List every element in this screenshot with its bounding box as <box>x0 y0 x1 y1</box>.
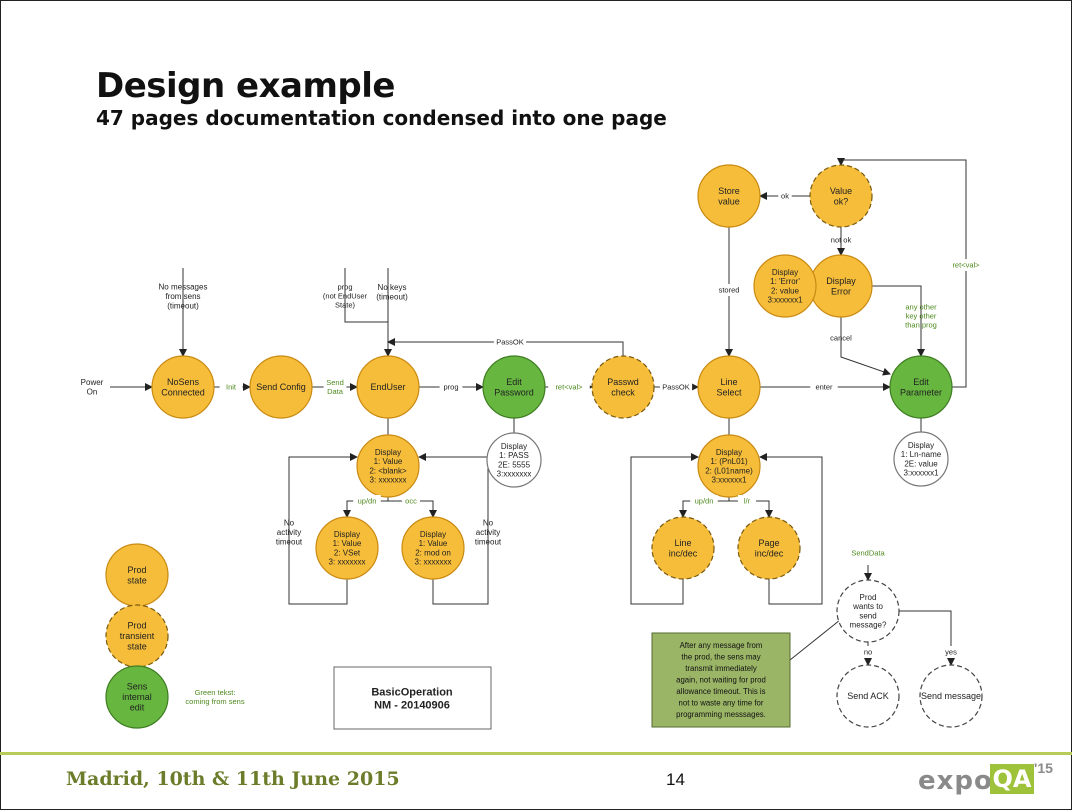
node-sendack <box>836 664 900 728</box>
footer-event: Madrid, 10th & 11th June 2015 <box>66 768 400 790</box>
node-dispVSet <box>315 516 379 580</box>
slide-subtitle: 47 pages documentation condensed into on… <box>96 106 667 130</box>
edge-label-ret-val: ret<val> <box>952 261 980 270</box>
node-dispErrWhite <box>753 254 817 318</box>
node-enduser <box>356 355 420 419</box>
node-dispPW <box>486 432 542 488</box>
legend-green-note: Green tekst:coming from sens <box>185 688 244 706</box>
label-no-keys: No keys(timeout) <box>376 283 408 302</box>
edge-label-occ: occ <box>405 497 417 506</box>
node-linesel <box>697 355 761 419</box>
edge-label-no: no <box>864 648 872 657</box>
label-not-ok: not ok <box>831 236 852 245</box>
note-box <box>651 632 791 728</box>
node-sendmsg <box>919 664 983 728</box>
info-box <box>333 666 492 730</box>
edge-label-stored: stored <box>719 286 740 295</box>
logo-qa-badge: QA <box>990 764 1034 794</box>
node-sendack-label: Send ACK <box>847 691 889 701</box>
node-pageinc <box>737 516 801 580</box>
edge-label-enter: enter <box>815 383 833 392</box>
node-lineinc <box>651 516 715 580</box>
edge-label-up-dn: up/dn <box>358 497 377 506</box>
node-dispEU <box>356 434 420 498</box>
logo-year: '15 <box>1034 760 1053 776</box>
node-sendmsg-label: Send message <box>921 691 981 701</box>
legend-sens <box>105 665 169 729</box>
node-prodwants <box>836 579 900 643</box>
edge-label-send-data-2: SendData <box>851 549 885 558</box>
expoqa-logo: expo QA '15 <box>918 760 1058 800</box>
node-sendcfg-label: Send Config <box>256 382 306 392</box>
node-nosens <box>151 355 215 419</box>
node-dispParam <box>893 431 949 487</box>
label-cancel: cancel <box>830 334 852 343</box>
node-pwcheck <box>591 355 655 419</box>
node-dispMod <box>401 516 465 580</box>
page-number: 14 <box>666 770 685 789</box>
footer-rule <box>0 752 1072 755</box>
edge-label-pass-ok: PassOK <box>662 383 690 392</box>
edge-label-ret-val: ret<val> <box>555 383 583 392</box>
edge-label-ok: ok <box>781 192 789 201</box>
edge-label-init: Init <box>226 383 237 392</box>
edge-label-yes: yes <box>945 648 957 657</box>
logo-expo-text: expo <box>918 766 993 796</box>
edge-label-l-r: l/r <box>744 497 751 506</box>
edge-label-pass-ok: PassOK <box>496 338 524 347</box>
edge-label-up-dn: up/dn <box>695 497 714 506</box>
node-valueok <box>809 164 873 228</box>
node-sendcfg <box>249 355 313 419</box>
node-store <box>697 164 761 228</box>
node-dispLine <box>697 434 761 498</box>
node-editpw <box>482 355 546 419</box>
slide-title: Design example <box>96 66 395 106</box>
node-editparam <box>889 355 953 419</box>
node-enduser-label: EndUser <box>370 382 405 392</box>
edge-label-prog: prog <box>443 383 458 392</box>
